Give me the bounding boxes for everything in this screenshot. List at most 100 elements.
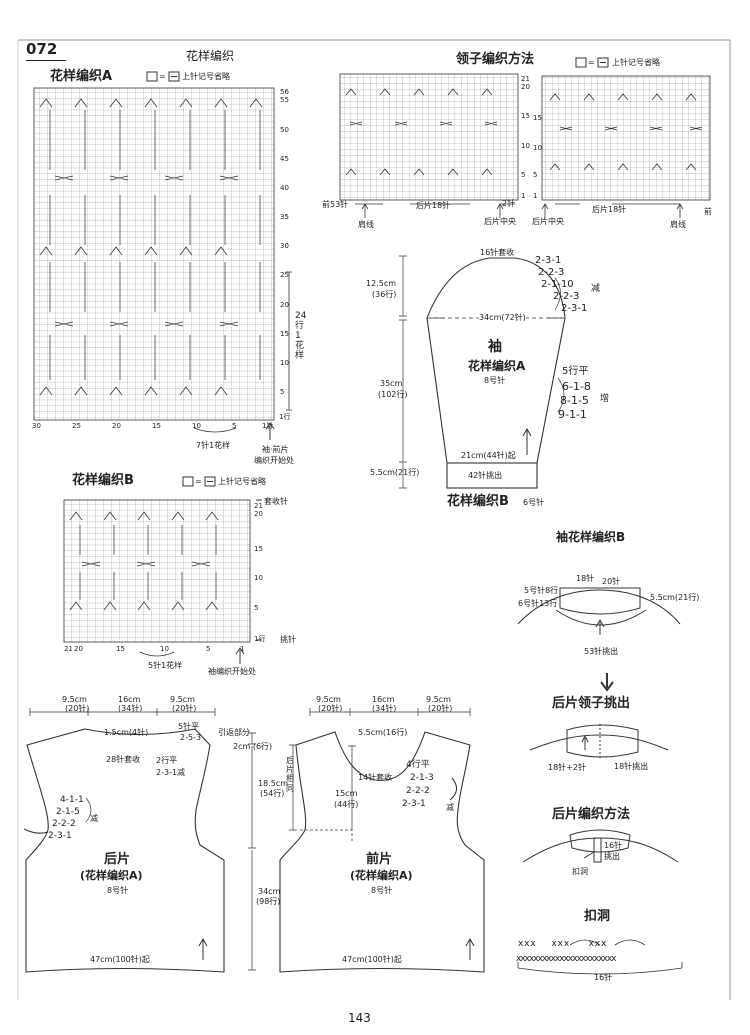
sleeve-b-5needle: 5号针8行 (524, 586, 559, 595)
front-neck-h: 5.5cm(16行) (358, 728, 408, 737)
buttonhole-row-2: xxxxxxxxxxxxxxxxxxxxxxx (516, 954, 617, 964)
back-piece-outline (23, 728, 225, 973)
sleeve-cuff-pattern: 花样编织B (447, 494, 509, 509)
b-pickup: 挑针 (280, 635, 296, 644)
back-w-l-1: 9.5cm (62, 695, 87, 704)
back-collar-18pickup: 18针挑出 (614, 762, 649, 771)
sleeve-cap-h-2: (36行) (372, 290, 397, 299)
front-w-l-1: 9.5cm (316, 695, 341, 704)
front-same-as-back: 后片相同 (286, 756, 294, 793)
b-col-20: 20 (74, 645, 83, 653)
front-dims (289, 708, 471, 831)
sleeve-dec-1: 2-3-1 (535, 255, 562, 266)
chart-a-title: 花样编织A (50, 69, 113, 84)
collar-l-row-15: 15 (521, 112, 530, 120)
back-arm-dec-4: 2-3-1 (48, 831, 72, 841)
back-needle: 8号针 (107, 886, 129, 895)
sleeve-dec-2: 2-2-3 (538, 267, 565, 278)
a-col-1: 1针 (262, 422, 274, 430)
sleeve-width-bottom: 21cm(44针)起 (461, 451, 516, 460)
back-body-h-2: (98行) (256, 897, 281, 906)
front-w-m-2: (34针) (372, 704, 397, 713)
sleeve-b-18: 18针 (576, 574, 595, 583)
b-repeat-cols: 5针1花样 (148, 661, 183, 670)
collar-l-row-1: 1 (521, 192, 526, 200)
sleeve-width-top: 34cm(72针) (479, 313, 526, 322)
collar-legend: 上针记号省略 (612, 58, 660, 67)
a-repeat-rows: 24行1花样 (295, 311, 307, 361)
a-row-5: 5 (280, 388, 285, 396)
a-start-2: 编织开始处 (254, 456, 294, 465)
front-neck-bindoff: 14针套收 (358, 773, 393, 782)
back-collar-18plus2: 18针+2针 (548, 763, 586, 772)
front-needle: 8号针 (371, 886, 393, 895)
back-dims (29, 708, 256, 971)
chart-a-grid (33, 71, 292, 440)
a-row-56: 56 (280, 88, 289, 96)
a-start-1: 袖·前片 (262, 445, 289, 454)
b-row-15: 15 (254, 545, 263, 553)
chart-b-title: 花样编织B (72, 473, 134, 488)
back-armhole-h-1: 18.5cm (258, 779, 289, 788)
back-neck-dec-2: 2-3-1减 (156, 768, 186, 777)
back-w-m-2: (34针) (118, 704, 143, 713)
chart-b-legend: 上针记号省略 (218, 477, 266, 486)
front-neck-dec-3: 2-2-2 (406, 786, 430, 796)
b-row-20: 20 (254, 510, 263, 518)
back-method-pickup: 挑出 (604, 852, 620, 861)
sleeve-name: 袖 (488, 339, 502, 355)
front-neck-dec-1: 4行平 (406, 760, 430, 770)
a-row-20: 20 (280, 301, 289, 309)
chart-b-grid (63, 476, 262, 664)
sleeve-cuff-needle: 6号针 (523, 498, 545, 507)
b-row-21: 21 (254, 502, 263, 510)
collar-l-row-21: 21 (521, 75, 530, 83)
collar-l-row-10: 10 (521, 142, 530, 150)
collar-2: 2针 (502, 199, 516, 208)
collar-charts-grid (339, 57, 711, 218)
back-w-r-2: (20针) (172, 704, 197, 713)
b-row-1: 1行 (254, 635, 266, 643)
a-col-25: 25 (72, 422, 81, 430)
a-col-30: 30 (32, 422, 41, 430)
b-bindoff: 套收针 (264, 497, 288, 506)
buttonhole-stitches: 16针 (594, 973, 613, 982)
sleeve-needle: 8号针 (484, 376, 506, 385)
back-body-h-1: 34cm (258, 887, 281, 896)
a-row-10: 10 (280, 359, 289, 367)
b-col-1: 1 (240, 645, 245, 653)
a-row-30: 30 (280, 242, 289, 250)
back-arm-dec-1: 4-1-1 (60, 795, 84, 805)
collar-l-row-5: 5 (521, 171, 526, 179)
back-shoulder-1: 5针平 (178, 722, 200, 731)
sleeve-cap-bindoff: 16针套收 (480, 248, 515, 257)
sleeve-cap-h-1: 12.5cm (366, 279, 397, 288)
sleeve-inc-2: 6-1-8 (562, 380, 591, 393)
back-w-r-1: 9.5cm (170, 695, 195, 704)
sleeve-b-20: 20针 (602, 577, 621, 586)
chart-a-legend: 上针记号省略 (182, 72, 230, 81)
back-armhole-h-2: (54行) (260, 789, 285, 798)
collar-r-row-15: 15 (533, 114, 542, 122)
buttonhole-title: 扣洞 (584, 909, 611, 924)
front-pattern: (花样编织A) (350, 869, 413, 882)
back-collar-title: 后片领子挑出 (552, 696, 631, 711)
front-w-r-2: (20针) (428, 704, 453, 713)
back-w-m-1: 16cm (118, 695, 141, 704)
a-row-40: 40 (280, 184, 289, 192)
collar-r-row-1: 1 (533, 192, 538, 200)
sleeve-b-6needle: 6号针13行 (518, 599, 558, 608)
back-name: 后片 (104, 852, 131, 867)
collar-l-row-20: 20 (521, 83, 530, 91)
sleeve-len-2: (102行) (378, 390, 408, 399)
front-w-m-1: 16cm (372, 695, 395, 704)
back-neck-dec-1: 2行平 (156, 756, 178, 765)
back-arm-dec-3: 2-2-2 (52, 819, 76, 829)
back-cast-on: 47cm(100针)起 (90, 955, 150, 964)
sleeve-cuff-pickup: 42针挑出 (468, 471, 503, 480)
sleeve-dec-3: 2-1-10 (541, 279, 574, 290)
b-col-21: 21 (64, 645, 73, 653)
sleeve-b-detail (517, 587, 681, 692)
sleeve-pattern: 花样编织A (468, 359, 526, 373)
sleeve-inc-label: 增 (600, 394, 610, 404)
